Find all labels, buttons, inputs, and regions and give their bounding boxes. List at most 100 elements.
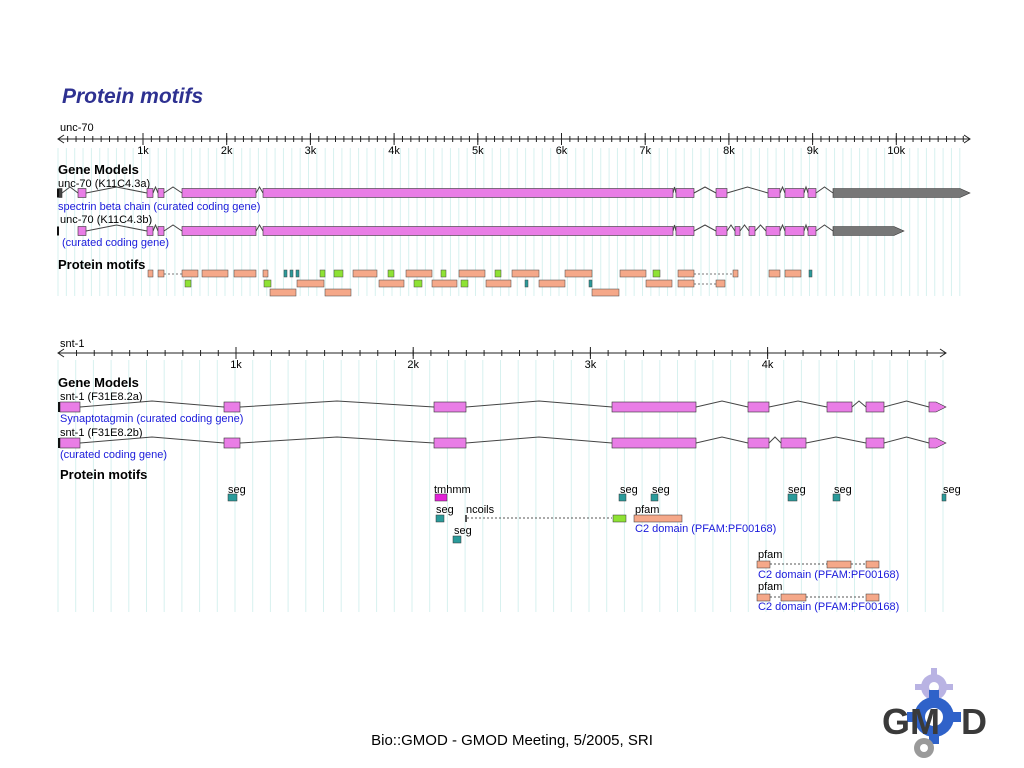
intron bbox=[85, 224, 148, 232]
motif-box bbox=[460, 279, 469, 288]
panel1-gene1-model bbox=[57, 185, 971, 198]
pfam-label: pfam bbox=[758, 581, 782, 593]
ruler-arrow bbox=[939, 348, 947, 358]
ruler-arrow bbox=[57, 134, 65, 144]
motif-box bbox=[677, 279, 695, 288]
panel1-gene2-model bbox=[57, 223, 905, 236]
exon bbox=[807, 226, 817, 236]
ruler-tick-label: 2k bbox=[221, 145, 233, 157]
motif-box bbox=[494, 269, 502, 278]
panel1-gene2-description[interactable]: (curated coding gene) bbox=[62, 237, 169, 249]
ruler-tick-label: 4k bbox=[388, 145, 400, 157]
exon bbox=[146, 188, 154, 198]
motif-box bbox=[677, 269, 695, 278]
intron bbox=[779, 185, 786, 194]
intron bbox=[803, 223, 809, 232]
ncoils-motif[interactable] bbox=[612, 514, 627, 523]
seg-motif[interactable] bbox=[832, 493, 841, 502]
exon bbox=[157, 188, 165, 198]
panel2-motifs-track: seg tmhmm seg ncoils seg seg seg pfam C2… bbox=[227, 484, 961, 613]
exon bbox=[181, 226, 257, 236]
exon bbox=[747, 401, 770, 413]
intron bbox=[883, 436, 930, 444]
exon bbox=[59, 437, 81, 449]
c2-domain-link[interactable]: C2 domain (PFAM:PF00168) bbox=[758, 601, 899, 613]
seg-motif[interactable] bbox=[618, 493, 627, 502]
exon bbox=[826, 401, 853, 413]
exon bbox=[780, 437, 807, 449]
seg-motif[interactable] bbox=[650, 493, 659, 502]
motif-box bbox=[324, 288, 352, 297]
seg-label: seg bbox=[943, 484, 961, 496]
motif-box bbox=[181, 269, 199, 278]
c2-domain-link[interactable]: C2 domain (PFAM:PF00168) bbox=[635, 523, 776, 535]
motif-box bbox=[157, 269, 165, 278]
pfam-motif[interactable] bbox=[756, 560, 771, 569]
ruler-tick-label: 1k bbox=[137, 145, 149, 157]
ruler-tick-label: 3k bbox=[585, 359, 597, 371]
exon bbox=[433, 401, 467, 413]
panel2-gene2-name: snt-1 (F31E8.2b) bbox=[60, 427, 143, 439]
intron bbox=[79, 436, 225, 444]
intron bbox=[255, 224, 264, 232]
panel2-gene2-model bbox=[58, 436, 947, 449]
pfam-motif[interactable] bbox=[865, 560, 880, 569]
pfam-label: pfam bbox=[758, 549, 782, 561]
pfam-motif[interactable] bbox=[756, 593, 771, 602]
logo-text-left: GM bbox=[882, 701, 940, 742]
motif-box bbox=[591, 288, 620, 297]
exon bbox=[223, 401, 241, 413]
pfam-motif[interactable] bbox=[633, 514, 683, 523]
seg-motif[interactable] bbox=[941, 493, 947, 502]
seg-label: seg bbox=[620, 484, 638, 496]
seg-motif[interactable] bbox=[452, 535, 462, 544]
intron bbox=[85, 186, 148, 194]
panel1-gene2-name: unc-70 (K11C4.3b) bbox=[60, 214, 152, 226]
ruler-tick-label: 1k bbox=[230, 359, 242, 371]
intron bbox=[255, 186, 264, 194]
motif-box bbox=[378, 279, 405, 288]
pfam-motif[interactable] bbox=[780, 593, 807, 602]
intron bbox=[754, 224, 767, 232]
panel1-gene1-description[interactable]: spectrin beta chain (curated coding gene… bbox=[58, 201, 260, 213]
intron bbox=[739, 224, 750, 232]
motif-box bbox=[201, 269, 229, 278]
c2-domain-link[interactable]: C2 domain (PFAM:PF00168) bbox=[758, 569, 899, 581]
intron bbox=[152, 185, 159, 194]
motif-box bbox=[269, 288, 297, 297]
panel2-gene2-description[interactable]: (curated coding gene) bbox=[60, 449, 167, 461]
motif-box bbox=[263, 279, 272, 288]
motif-box bbox=[333, 269, 344, 278]
ruler-arrow bbox=[57, 348, 65, 358]
exon bbox=[928, 401, 947, 413]
seg-motif[interactable] bbox=[227, 493, 238, 502]
tmhmm-motif[interactable] bbox=[434, 493, 448, 502]
ruler-tick-label: 4k bbox=[762, 359, 774, 371]
intron bbox=[851, 400, 867, 408]
motif-box bbox=[405, 269, 433, 278]
seg-motif[interactable] bbox=[435, 514, 445, 523]
intron bbox=[152, 223, 159, 232]
exon bbox=[865, 437, 885, 449]
slide-title: Protein motifs bbox=[62, 85, 204, 108]
exon bbox=[734, 226, 741, 236]
intron bbox=[768, 400, 828, 408]
ncoils-motif[interactable] bbox=[465, 515, 467, 522]
panel2-protein-motifs-label: Protein motifs bbox=[60, 467, 147, 482]
intron bbox=[465, 400, 613, 408]
panel2-gene1-description[interactable]: Synaptotagmin (curated coding gene) bbox=[60, 413, 243, 425]
seg-label: seg bbox=[454, 525, 472, 537]
exon bbox=[611, 437, 697, 449]
intron bbox=[239, 436, 435, 444]
panel2-gene1-name: snt-1 (F31E8.2a) bbox=[60, 391, 143, 403]
gmod-logo: GM D bbox=[882, 668, 987, 758]
intron bbox=[465, 436, 613, 444]
exon bbox=[747, 437, 770, 449]
motif-box bbox=[431, 279, 458, 288]
seg-motif[interactable] bbox=[787, 493, 798, 502]
pfam-motif[interactable] bbox=[865, 593, 880, 602]
panel2-gene1-model bbox=[58, 400, 947, 413]
pfam-motif[interactable] bbox=[826, 560, 852, 569]
motif-box bbox=[715, 279, 726, 288]
